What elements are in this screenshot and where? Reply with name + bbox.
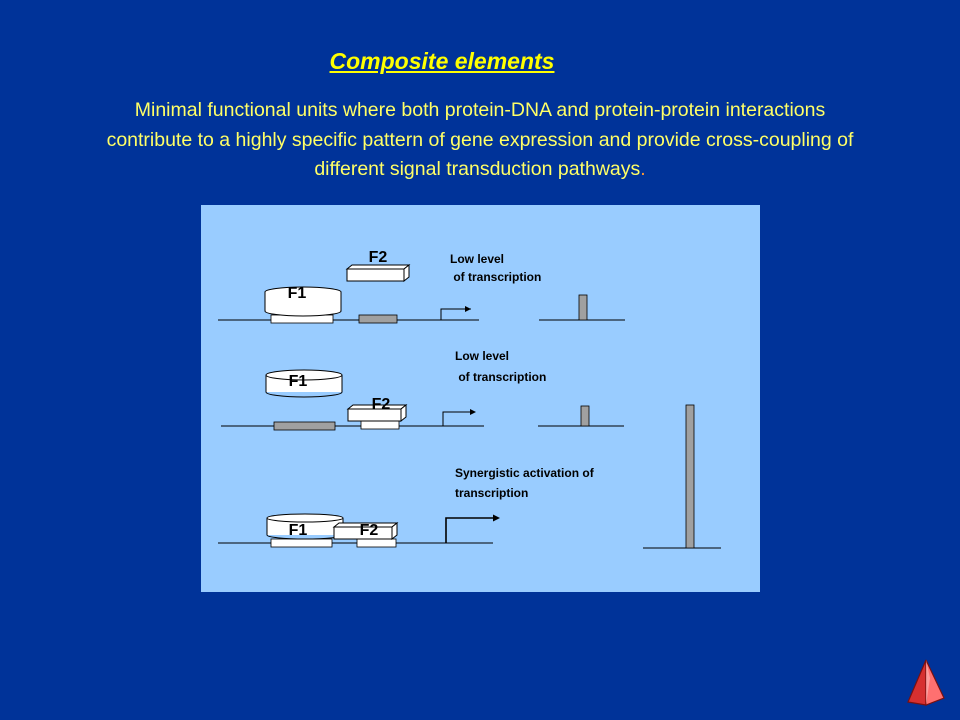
f2-binding-site — [360, 420, 400, 430]
row-3-synergistic-binding: F1 F2 Synergistic activation of transcri… — [218, 404, 721, 549]
f1-label: F1 — [289, 373, 308, 390]
intro-text: Minimal functional units where both prot… — [106, 99, 854, 180]
arrowhead — [493, 514, 500, 522]
arrowhead — [470, 409, 476, 415]
level-bar — [578, 294, 588, 321]
caption-line-1: Synergistic activation of — [455, 466, 595, 480]
f2-protein: F2 — [346, 396, 408, 423]
slide-title: Composite elements — [329, 48, 555, 74]
row-2-f2-bound: F1 F2 Low level of transcription — [221, 349, 624, 431]
expression-bar-low — [538, 405, 624, 427]
intro-terminal-dot: . — [640, 158, 646, 180]
intro-paragraph: Minimal functional units where both prot… — [98, 96, 862, 185]
caption-line-1: Low level — [450, 252, 504, 266]
arrowhead — [465, 306, 471, 312]
diagram-panel: F1 F2 Low level of transcription — [201, 205, 760, 592]
f1-label: F1 — [288, 285, 307, 302]
f1-top — [266, 513, 344, 523]
transcription-start-arrow — [445, 517, 498, 543]
f1-label: F1 — [289, 522, 308, 539]
transcription-start-arrow — [442, 411, 475, 426]
expression-bar-high — [643, 404, 721, 549]
f2-binding-site — [358, 314, 398, 324]
f2-protein: F2 — [345, 249, 411, 283]
f2-front — [346, 268, 405, 282]
f1-binding-site — [270, 538, 333, 548]
triangle-forward-icon[interactable] — [905, 658, 947, 706]
caption-line-2: transcription — [455, 486, 528, 500]
f1-protein: F1 — [265, 369, 343, 398]
f2-label: F2 — [360, 522, 379, 539]
f2-label: F2 — [372, 396, 391, 413]
f2-label: F2 — [369, 249, 388, 266]
f2-front — [333, 526, 393, 540]
transcription-start-arrow — [440, 308, 471, 320]
f2-protein: F2 — [332, 521, 399, 541]
caption-line-2: of transcription — [450, 270, 541, 284]
f1-fill — [267, 518, 343, 535]
composite-element-diagram: F1 F2 Low level of transcription — [218, 249, 721, 549]
f2-binding-site — [356, 538, 397, 548]
f1-bottom — [265, 391, 343, 398]
level-bar — [685, 404, 695, 549]
caption-line-1: Low level — [455, 349, 509, 363]
f1-fill — [265, 292, 341, 311]
f1-top — [265, 369, 343, 381]
level-bar — [580, 405, 590, 427]
f2-front — [347, 408, 402, 422]
f1-binding-site — [273, 421, 336, 431]
row-1-separate-binding: F1 F2 Low level of transcription — [218, 249, 625, 324]
caption-line-2: of transcription — [455, 370, 546, 384]
f1-protein: F1 — [266, 513, 344, 540]
f1-protein: F1 — [264, 285, 342, 317]
expression-bar-low — [539, 294, 625, 321]
